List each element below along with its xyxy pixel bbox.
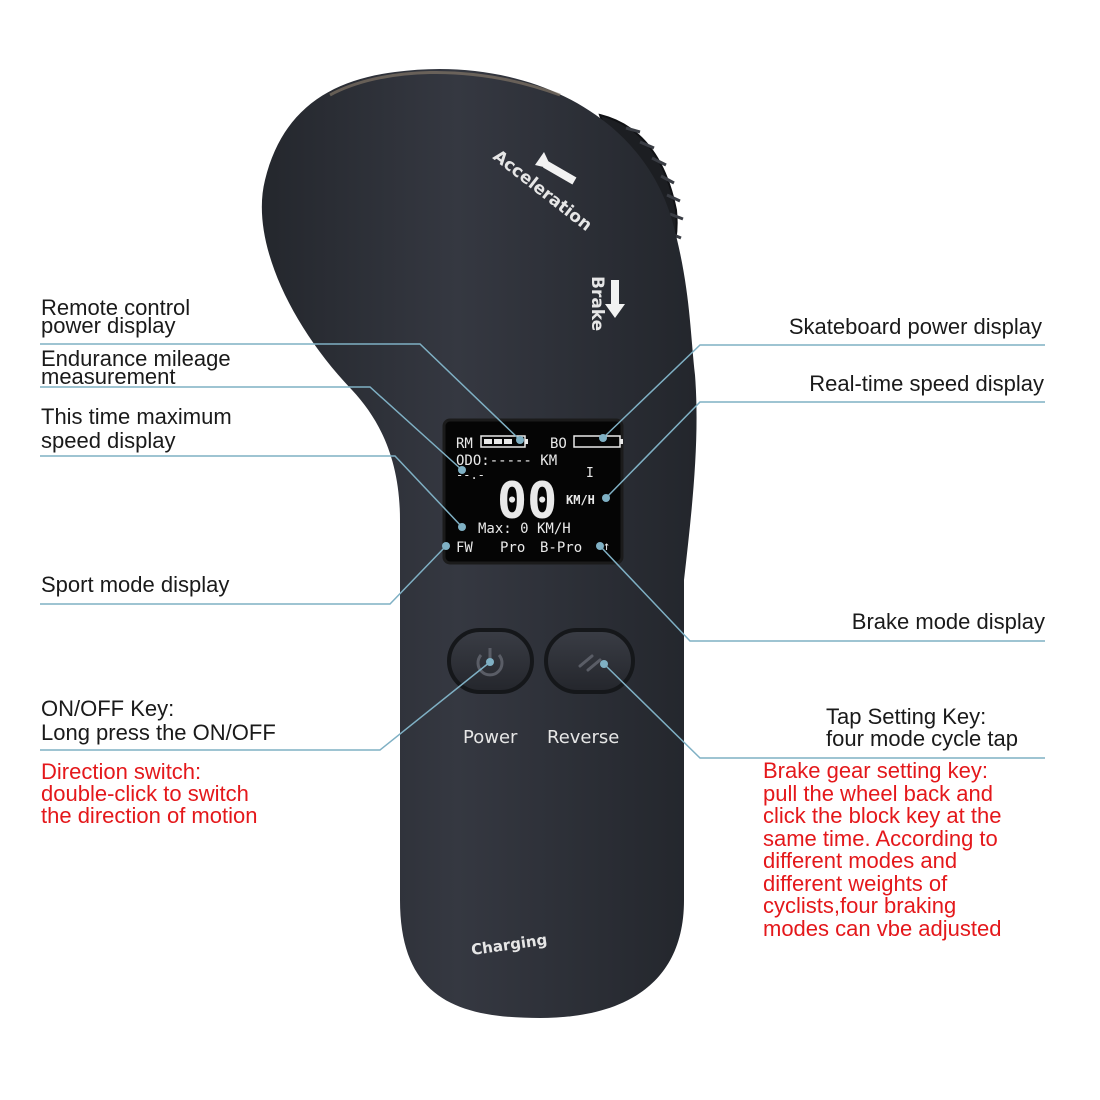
callout-line: Long press the ON/OFF xyxy=(41,720,276,745)
callout-line: Remote control xyxy=(41,295,191,320)
odometer-readout: ODO:----- KM xyxy=(456,453,557,469)
callout-line: Skateboard power display xyxy=(788,314,1042,339)
max-speed-readout: Max: 0 KM/H xyxy=(478,521,571,537)
leader-endurance xyxy=(40,386,463,471)
mode-pro-readout: Pro xyxy=(500,540,525,556)
callout-line: Direction switch: xyxy=(41,759,202,784)
leader-skateboard-power xyxy=(602,344,1045,439)
callout-line: measurement xyxy=(41,364,176,389)
leader-dots xyxy=(442,434,610,668)
rm-label: RM xyxy=(456,436,473,452)
brake-arrow-indicator: ↑ xyxy=(603,539,610,553)
callout-line: Sport mode display xyxy=(41,572,230,597)
callout-endurance: Endurance mileage measurement xyxy=(41,346,231,389)
callout-line: different modes and xyxy=(763,848,958,873)
top-rim xyxy=(329,71,561,97)
callout-brake-mode: Brake mode display xyxy=(852,611,1045,633)
callout-remote-power: Remote control power display xyxy=(41,295,191,338)
leader-realtime-speed xyxy=(605,401,1045,499)
callout-line: Brake mode display xyxy=(851,609,1045,634)
callout-line: double-click to switch xyxy=(41,781,249,806)
callout-line: modes can vbe adjusted xyxy=(763,915,1002,941)
callout-line: cyclists,four braking xyxy=(763,893,957,918)
oled-screen xyxy=(442,418,624,565)
reverse-icon xyxy=(578,654,602,672)
callout-line: Real-time speed display xyxy=(809,371,1044,396)
callout-sport-mode: Sport mode display xyxy=(41,574,229,596)
leader-onoff xyxy=(40,661,491,751)
sport-mode-readout: FW xyxy=(456,540,473,556)
callout-line: the direction of motion xyxy=(41,803,258,828)
callout-line: power display xyxy=(41,313,176,338)
brake-mode-readout: B-Pro xyxy=(540,540,582,556)
callout-brake-gear: Brake gear setting key: pull the wheel b… xyxy=(763,758,1002,941)
callout-line: pull the wheel back and xyxy=(763,780,993,806)
callout-line: ON/OFF Key: xyxy=(41,696,175,721)
callout-line: speed display xyxy=(41,428,176,453)
callout-line: Brake gear setting key: xyxy=(763,758,989,783)
speed-readout: 00 xyxy=(497,472,557,530)
callout-max-speed: This time maximum speed display xyxy=(41,405,232,453)
leader-remote-power xyxy=(40,343,521,441)
leader-lines xyxy=(40,343,1045,759)
callout-line: different weights of xyxy=(763,870,948,896)
speed-unit: KM/H xyxy=(566,493,595,507)
callout-line: Endurance mileage xyxy=(41,346,231,371)
callout-skateboard-power: Skateboard power display xyxy=(789,316,1042,338)
callout-onoff: ON/OFF Key: Long press the ON/OFF xyxy=(41,697,276,745)
leader-tap-setting xyxy=(603,663,1045,759)
gear-indicator: I xyxy=(586,466,594,481)
leader-sport-mode xyxy=(40,545,447,605)
callout-line: This time maximum xyxy=(41,404,232,429)
board-battery-icon xyxy=(573,435,623,448)
bo-label: BO xyxy=(550,436,567,452)
callout-line: Tap Setting Key: xyxy=(826,704,987,729)
reverse-button[interactable] xyxy=(544,628,635,694)
callout-line: click the block key at the xyxy=(763,803,1002,828)
acceleration-arrow-icon xyxy=(535,152,577,185)
reverse-button-label: Reverse xyxy=(547,727,619,748)
brake-label: Brake xyxy=(587,276,607,331)
brake-arrow-icon xyxy=(605,280,625,318)
callout-line: same time. According to xyxy=(763,825,998,851)
leader-max-speed xyxy=(40,455,463,528)
power-button-label: Power xyxy=(463,727,518,748)
callout-line: four mode cycle tap xyxy=(826,726,1018,751)
callout-direction: Direction switch: double-click to switch… xyxy=(41,761,257,827)
leader-brake-mode xyxy=(599,545,1045,642)
callout-realtime-speed: Real-time speed display xyxy=(809,373,1044,395)
remote-battery-icon xyxy=(480,435,528,448)
callout-tap-setting: Tap Setting Key: four mode cycle tap xyxy=(826,706,1018,750)
